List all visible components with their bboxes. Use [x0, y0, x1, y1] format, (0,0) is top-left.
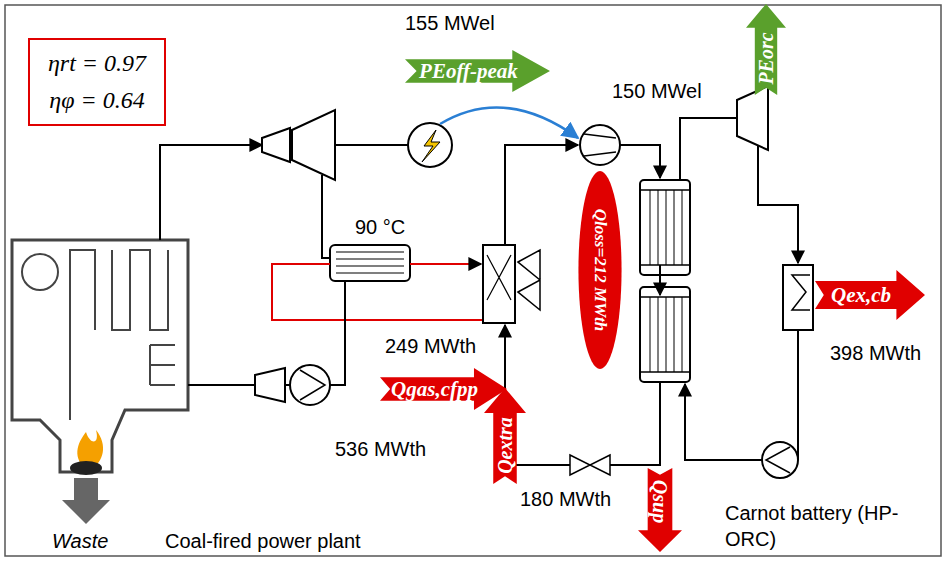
lp-turbine	[292, 110, 335, 180]
heat-value: 536 MWth	[335, 436, 426, 462]
feed-pump	[290, 365, 330, 405]
refrigerant-line	[505, 145, 578, 245]
water-loop	[272, 264, 483, 320]
heat-loss-ellipse: Qloss=212 MWth	[578, 170, 622, 370]
lightning	[422, 130, 440, 162]
evaporator	[483, 245, 515, 323]
power-value: 155 MWel	[405, 10, 495, 36]
orc-line	[680, 118, 737, 180]
refrigerant-line	[620, 145, 660, 178]
flow-label: Qgas,cfpp	[391, 377, 478, 402]
flow-label: Qsup	[648, 479, 671, 522]
heat-value: 249 MWth	[385, 333, 476, 359]
storage-exchanger	[640, 180, 690, 382]
node-content: Qloss=212 MWth	[578, 170, 622, 370]
orc-line	[797, 330, 799, 460]
feed-line	[330, 281, 345, 385]
node-content: Qgas,cfpp	[380, 368, 507, 410]
node-content: PEoff-peak	[405, 50, 550, 92]
plant-title: Coal-fired power plant	[165, 528, 361, 554]
power-arrow: PEoff-peak	[405, 50, 550, 92]
hp-turbine	[262, 128, 290, 162]
flow-label: Qloss=212 MWth	[590, 209, 610, 332]
heat-arrow: Qsup	[638, 468, 682, 552]
efficiency-box: ηrt = 0.97 ηφ = 0.64	[28, 38, 166, 126]
waste-label: Waste	[52, 528, 108, 554]
flow-label: Qextra	[494, 417, 517, 474]
orc-condenser	[783, 265, 813, 330]
heat-arrow: Qextra	[484, 388, 526, 484]
return-line	[610, 382, 660, 465]
power-line	[440, 107, 578, 138]
expander	[737, 86, 768, 150]
efficiency-value: ηφ = 0.64	[49, 87, 144, 114]
heat-arrow: Qgas,cfpp	[380, 368, 507, 410]
power-arrow: PEorc	[746, 4, 786, 95]
water-loop	[410, 263, 481, 265]
extraction-line	[322, 175, 330, 258]
node-content: Qex,cb	[815, 270, 925, 320]
temperature-value: 90 °C	[355, 214, 405, 240]
orc-pump	[762, 442, 798, 478]
node-content: Qextra	[484, 388, 526, 484]
flow-label: PEoff-peak	[419, 59, 518, 84]
throttle-valve	[570, 455, 610, 475]
steam-line	[160, 145, 262, 240]
frame	[5, 5, 941, 556]
flow-label: Qex,cb	[831, 283, 891, 308]
feed-turbine	[255, 368, 285, 402]
coal	[70, 461, 102, 475]
node-content: ηrt = 0.97 ηφ = 0.64	[30, 40, 164, 124]
node-content: Qsup	[638, 468, 682, 552]
heat-value: 398 MWth	[830, 340, 921, 366]
valve	[518, 250, 540, 310]
node-content: PEorc	[746, 4, 786, 95]
generator	[408, 123, 452, 167]
power-value: 150 MWel	[612, 78, 702, 104]
compressor	[580, 125, 620, 165]
flow-label: PEorc	[755, 32, 778, 84]
boiler	[12, 240, 188, 472]
heat-value: 180 MWth	[520, 486, 611, 512]
orc-line	[685, 384, 762, 460]
orc-line	[758, 146, 798, 263]
efficiency-value: ηrt = 0.97	[48, 50, 146, 77]
battery-title: Carnot battery (HP-ORC)	[725, 500, 915, 552]
feed-line	[188, 384, 255, 386]
waste-arrow	[62, 478, 110, 524]
heat-exchanger	[330, 245, 410, 281]
shaft	[335, 144, 408, 146]
heat-arrow: Qex,cb	[815, 270, 925, 320]
